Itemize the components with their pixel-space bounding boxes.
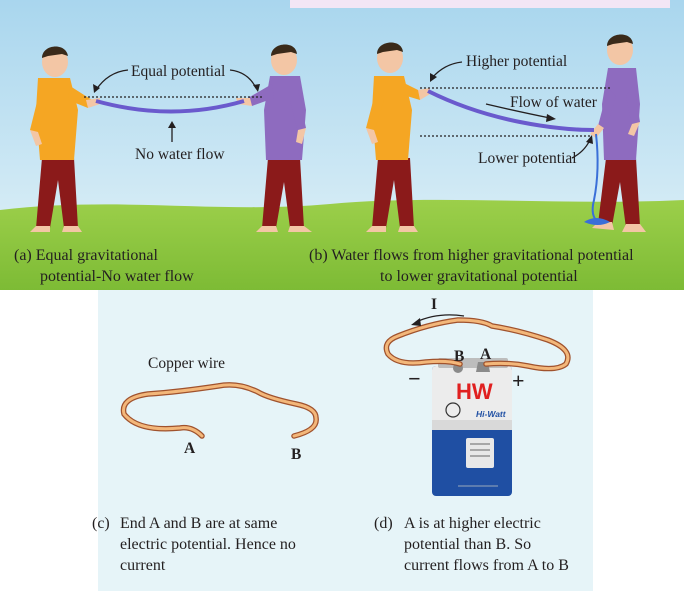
label-terminal-b: B [454, 348, 465, 365]
label-end-b-c: B [291, 446, 302, 463]
water-analogy-scene [0, 0, 684, 290]
electric-analogy-drawing: HW Hi-Watt [120, 314, 571, 496]
label-plus-terminal: + [512, 368, 525, 393]
top-strip [290, 0, 670, 8]
label-end-a-c: A [184, 440, 196, 457]
arrowhead-right-a [253, 84, 260, 92]
caption-b-line2: to lower gravitational potential [380, 268, 578, 285]
caption-c-prefix: (c) [92, 515, 110, 532]
caption-d-line3: current flows from A to B [404, 557, 569, 574]
pipe-a [95, 99, 245, 114]
caption-c-line2: electric potential. Hence no [120, 536, 296, 553]
copper-wire-d-core [384, 318, 570, 371]
person-right-a [236, 44, 312, 232]
arrowhead-high-b [430, 73, 437, 82]
pipe-b [427, 89, 595, 132]
battery-brand-logo: HW [456, 379, 493, 404]
copper-wire-c-core [122, 383, 318, 438]
electric-analogy-panel: HW Hi-Watt Copper wire A B (c) End A and… [92, 290, 593, 591]
battery-subbrand: Hi-Watt [476, 409, 507, 419]
arrowhead-left-a [93, 84, 100, 93]
label-minus-terminal: − [408, 366, 421, 391]
arrowhead-up-a [168, 121, 176, 128]
label-current-i: I [431, 296, 438, 313]
arrowhead-low-b [586, 135, 593, 144]
arrowhead-flow-b [546, 114, 556, 122]
label-terminal-a: A [480, 346, 492, 363]
arrow-flow-b [485, 103, 551, 119]
caption-a-line2: potential-No water flow [40, 268, 194, 285]
label-higher-potential: Higher potential [466, 53, 568, 70]
water-puddle [584, 218, 610, 225]
label-equal-potential: Equal potential [131, 63, 226, 80]
label-lower-potential: Lower potential [478, 150, 577, 167]
caption-d-prefix: (d) [374, 515, 393, 532]
caption-a-line1: (a) Equal gravitational [14, 247, 158, 264]
person-right-b [590, 34, 646, 232]
current-arrowhead [411, 318, 421, 326]
caption-d-line1: A is at higher electric [404, 515, 541, 532]
grass-ground [0, 199, 684, 290]
water-stream [591, 133, 599, 223]
person-left-b [366, 42, 430, 232]
battery-9v [432, 358, 512, 496]
caption-c-line3: current [120, 557, 166, 574]
caption-d-line2: potential than B. So [404, 536, 532, 553]
person-left-a [30, 46, 100, 232]
label-no-water-flow: No water flow [135, 146, 225, 163]
caption-c-line1: End A and B are at same [120, 515, 278, 532]
label-copper-wire: Copper wire [148, 355, 226, 372]
label-flow-of-water: Flow of water [510, 94, 597, 111]
caption-b-line1: (b) Water flows from higher gravitationa… [309, 247, 634, 264]
